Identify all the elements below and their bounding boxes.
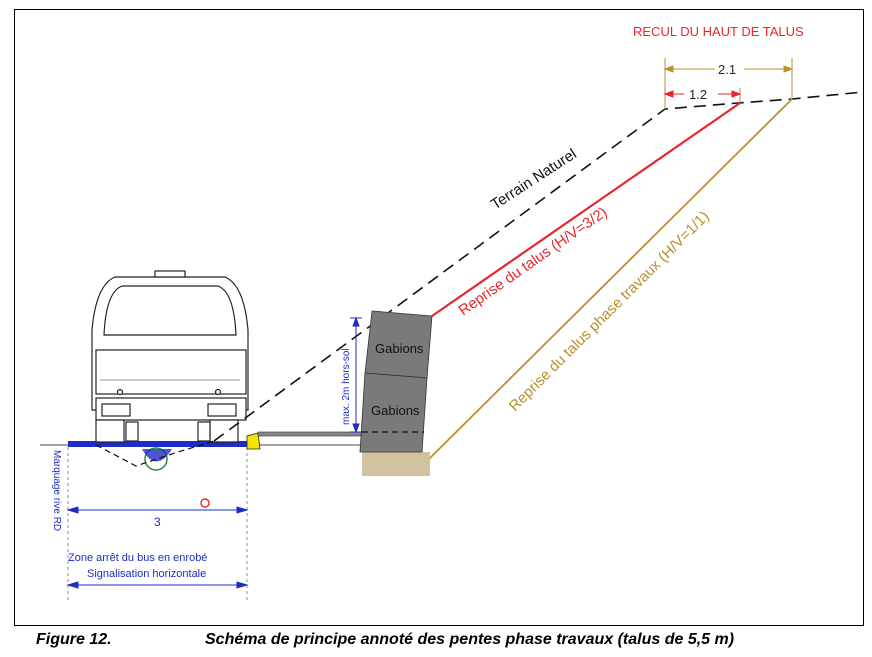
title-top: RECUL DU HAUT DE TALUS [633,24,804,39]
figure-label: Figure 12. [36,631,112,648]
marking-label: Marquage rive RD [51,450,62,531]
red-slope [431,102,741,317]
gold-slope [427,98,793,461]
dim-outer-label: 2.1 [718,62,736,77]
width-value: 3 [154,515,161,529]
gabion-label-upper: Gabions [375,341,424,356]
terrain-label: Terrain Naturel [488,146,580,214]
triangle-dash [95,440,215,467]
gabion-base [362,452,430,476]
figure-frame [14,9,864,626]
red-dot [200,498,210,508]
figure-caption: Schéma de principe annoté des pentes pha… [205,631,735,648]
gabion-label-lower: Gabions [371,403,420,418]
slope-gold-label: Reprise du talus phase travaux (H/V=1/1) [506,208,713,415]
wheel-fill [142,449,172,462]
top-dimensions [663,58,794,109]
road-pad [68,441,248,447]
bus [91,270,249,443]
pipe [257,431,367,437]
curb [246,432,261,450]
dim-inner-label: 1.2 [689,87,707,102]
terrain-line [213,91,864,442]
height-arrow [350,316,362,434]
height-label: max. 2m hors-sol [341,348,352,425]
zone-line1: Zone arrêt du bus en enrobé [68,552,207,564]
zone-line2: Signalisation horizontale [87,568,206,580]
width-dimension [66,447,249,600]
